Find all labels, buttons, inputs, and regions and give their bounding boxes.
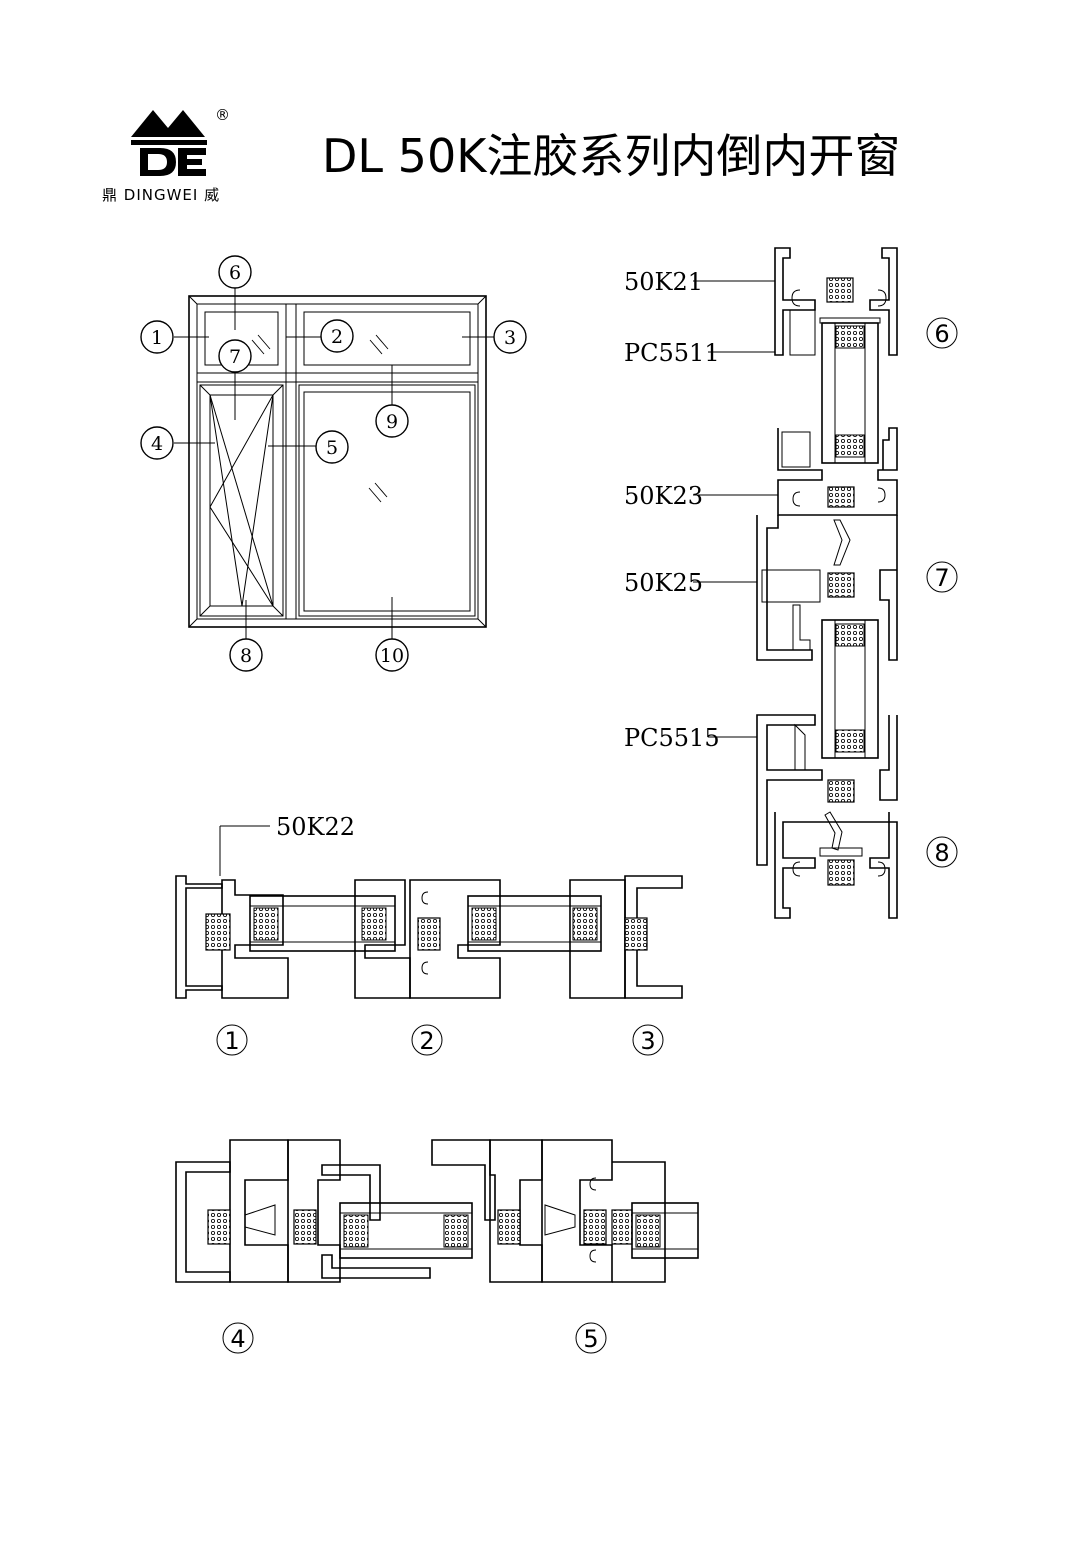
callout-label: 3 bbox=[504, 327, 516, 349]
callout-label: 5 bbox=[326, 437, 338, 459]
callout-7: 7 bbox=[218, 339, 252, 373]
callout-label: 9 bbox=[386, 411, 398, 433]
callout-3: 3 bbox=[493, 320, 527, 354]
callout-8: 8 bbox=[229, 638, 263, 672]
callout-label: 2 bbox=[331, 326, 343, 348]
callout-5: 5 bbox=[315, 430, 349, 464]
callout-label: 6 bbox=[229, 262, 241, 284]
callout-4: 4 bbox=[140, 426, 174, 460]
callout-label: 7 bbox=[229, 346, 241, 368]
profile-label-50k22: 50K22 bbox=[276, 813, 355, 841]
section-number-2: 2 bbox=[411, 1024, 443, 1056]
brand-text: 鼎 DINGWEI 威 bbox=[102, 186, 220, 204]
brand-logo: ® 鼎 DINGWEI 威 bbox=[102, 106, 230, 204]
section-number-1: 1 bbox=[216, 1024, 248, 1056]
section-number-4: 4 bbox=[222, 1322, 254, 1354]
section-number-label: 7 bbox=[934, 564, 949, 592]
callout-label: 10 bbox=[380, 645, 404, 667]
vertical-section: 50K21 PC5511 50K23 50K25 PC5515 6 7 8 bbox=[624, 247, 958, 919]
profile-label-pc5511: PC5511 bbox=[624, 339, 720, 367]
callout-6: 6 bbox=[218, 255, 252, 289]
callout-label: 8 bbox=[240, 645, 252, 667]
window-elevation: 1 2 3 4 5 6 7 8 9 10 bbox=[140, 255, 527, 672]
section-number-label: 8 bbox=[934, 839, 949, 867]
section-number-5: 5 bbox=[575, 1322, 607, 1354]
profile-label-50k25: 50K25 bbox=[624, 569, 703, 597]
section-number-label: 2 bbox=[419, 1027, 434, 1055]
section-number-label: 3 bbox=[640, 1027, 655, 1055]
section-number-3: 3 bbox=[632, 1024, 664, 1056]
horizontal-section-b: 4 5 bbox=[175, 1139, 699, 1354]
callout-1: 1 bbox=[140, 320, 174, 354]
section-number-label: 6 bbox=[934, 320, 949, 348]
profile-label-50k23: 50K23 bbox=[624, 482, 703, 510]
callout-10: 10 bbox=[375, 638, 409, 672]
section-number-label: 4 bbox=[230, 1325, 245, 1353]
callout-label: 1 bbox=[151, 327, 163, 349]
callout-9: 9 bbox=[375, 404, 409, 438]
section-number-7: 7 bbox=[926, 561, 958, 593]
registered-mark: ® bbox=[215, 106, 230, 124]
page-title: DL 50K注胶系列内倒内开窗 bbox=[322, 129, 900, 183]
callout-label: 4 bbox=[151, 433, 163, 455]
section-number-6: 6 bbox=[926, 317, 958, 349]
horizontal-section-a: 50K22 1 2 3 bbox=[175, 813, 683, 1056]
section-number-8: 8 bbox=[926, 836, 958, 868]
section-number-label: 1 bbox=[224, 1027, 239, 1055]
profile-label-50k21: 50K21 bbox=[624, 268, 703, 296]
profile-label-pc5515: PC5515 bbox=[624, 724, 720, 752]
callout-2: 2 bbox=[320, 319, 354, 353]
section-number-label: 5 bbox=[583, 1325, 598, 1353]
